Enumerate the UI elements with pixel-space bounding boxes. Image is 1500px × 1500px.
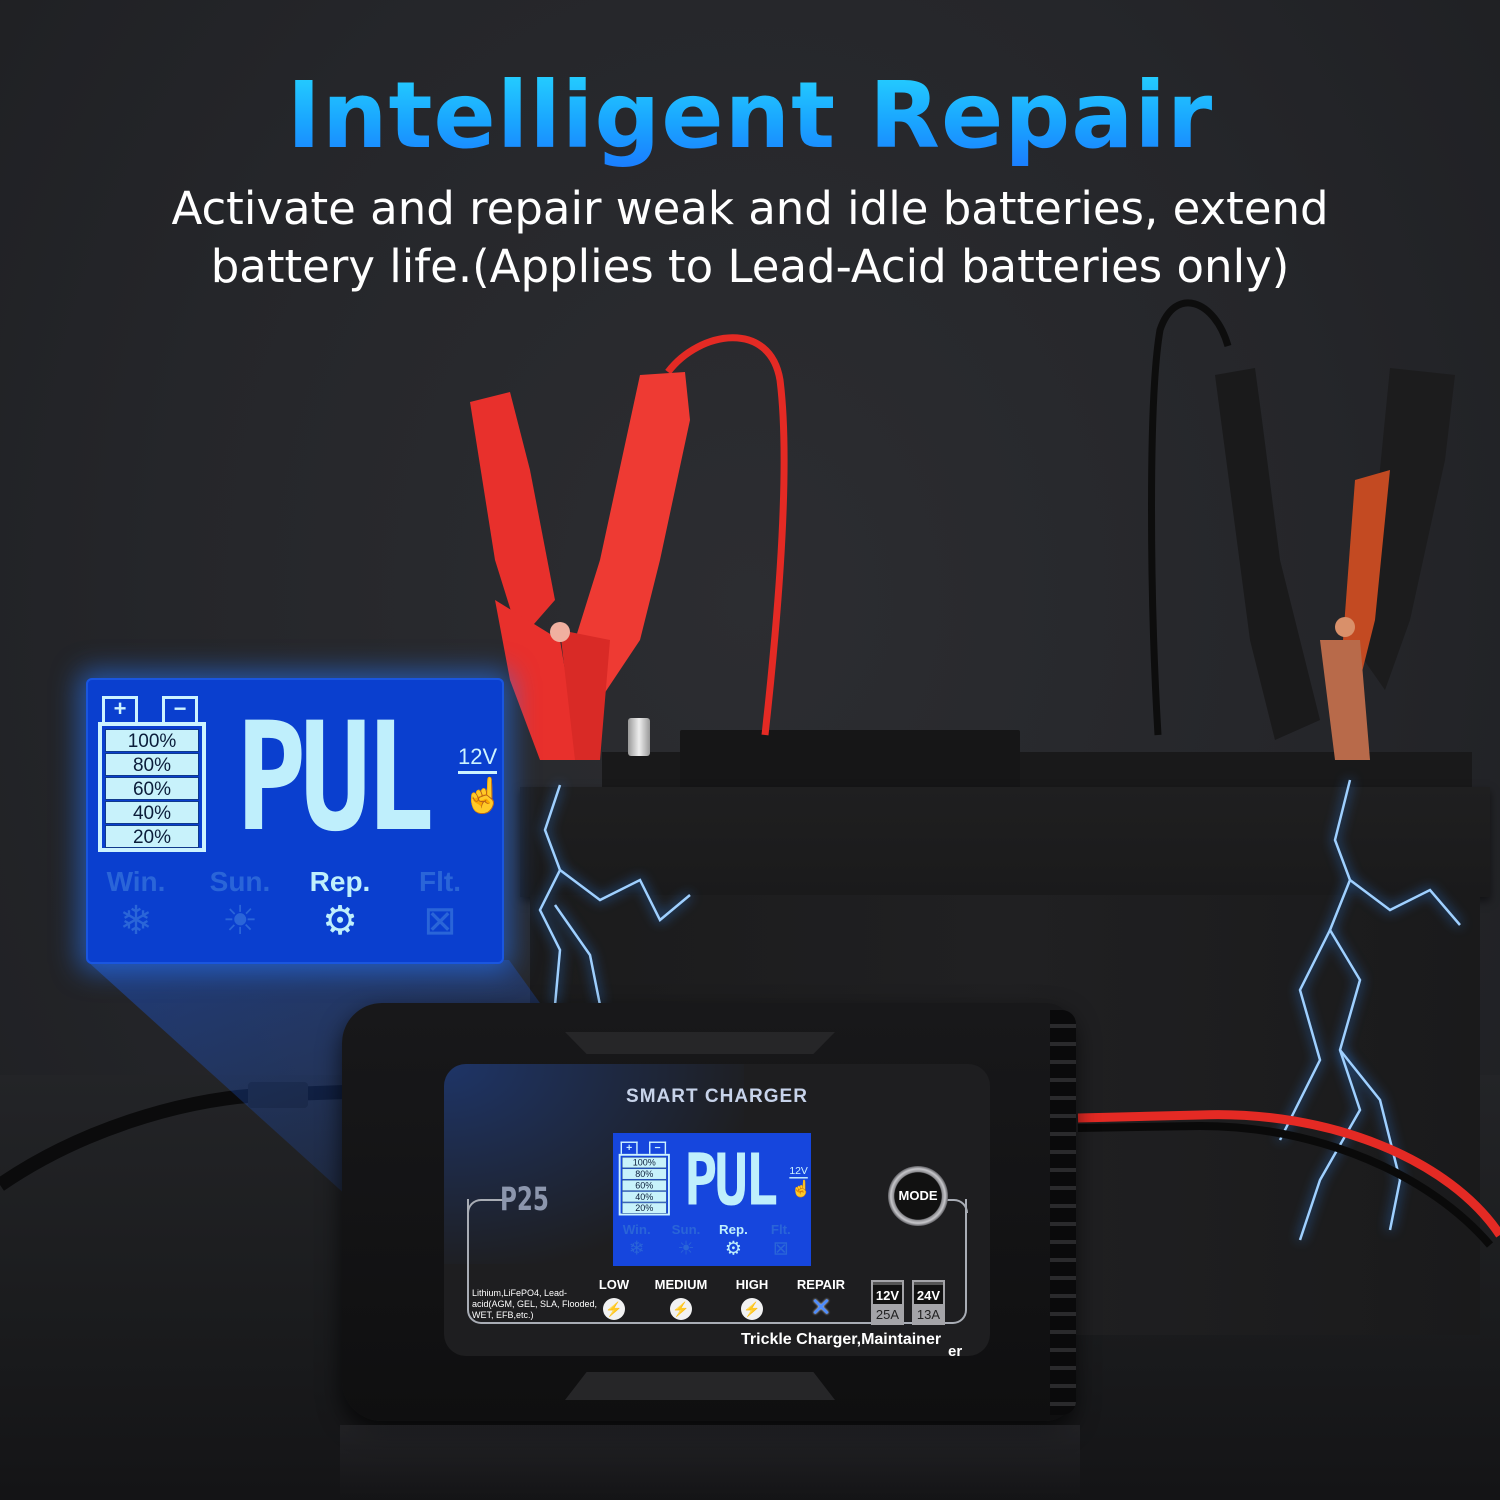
float-battery-icon: ⊠ [423, 899, 457, 943]
float-battery-icon: ⊠ [772, 1237, 789, 1259]
voltage-label: 12V [873, 1282, 902, 1304]
battery-positive-terminal [628, 718, 650, 756]
lcd-mode-summer: Sun. ☀ [662, 1222, 709, 1259]
panel-outline-corner-left [467, 1199, 503, 1213]
subtitle-line-1: Activate and repair weak and idle batter… [171, 182, 1329, 235]
headline-title: Intelligent Repair [0, 62, 1500, 169]
lcd-segment-readout: PUL [236, 691, 435, 865]
lightning-bolt-icon: ⚡ [741, 1298, 763, 1320]
battery-level-bars: 100% 80% 60% 40% 20% [618, 1153, 670, 1216]
lcd-mode-summer: Sun. ☀ [190, 866, 290, 944]
lcd-mode-repair: Rep. ⚙ [290, 866, 390, 944]
repair-wrench-icon: ⚙ [724, 1237, 742, 1259]
snowflake-icon: ❄ [628, 1237, 645, 1259]
lcd-mode-row: Win. ❄ Sun. ☀ Rep. ⚙ Flt. ⊠ [613, 1222, 811, 1265]
lcd-mode-float: Flt. ⊠ [390, 866, 490, 944]
lcd-mode-winter: Win. ❄ [613, 1222, 660, 1259]
sun-icon: ☀ [677, 1237, 695, 1259]
rate-medium-indicator: MEDIUM ⚡ [646, 1277, 716, 1320]
headline-subtitle: Activate and repair weak and idle batter… [0, 180, 1500, 296]
trickle-charger-label: Trickle Charger,Maintainer [741, 1331, 942, 1348]
charger-lcd-display: + − 100% 80% 60% 40% 20% PUL 12V ☝ Win. … [613, 1133, 811, 1266]
lightning-bolt-icon: ⚡ [603, 1298, 625, 1320]
battery-top-cap [680, 730, 1020, 790]
rate-low-indicator: LOW ⚡ [579, 1277, 649, 1320]
battery-minus-icon: − [162, 696, 198, 722]
battery-level-icon: + − 100% 80% 60% 40% 20% [618, 1141, 670, 1216]
lcd-voltage-label: 12V [789, 1164, 808, 1179]
panel-outline [467, 1199, 967, 1324]
voltage-badge-24v: 24V 13A [912, 1280, 945, 1325]
rate-repair-indicator: REPAIR ✕ [786, 1277, 856, 1320]
lcd-mode-float: Flt. ⊠ [757, 1222, 804, 1259]
wrench-screwdriver-icon: ✕ [810, 1292, 832, 1322]
charger-brand-label: SMART CHARGER [626, 1086, 808, 1107]
battery-level-100: 100% [105, 729, 199, 752]
snowflake-icon: ❄ [119, 899, 153, 943]
lcd-mode-repair: Rep. ⚙ [710, 1222, 757, 1259]
battery-level-40: 40% [622, 1191, 667, 1203]
battery-minus-icon: − [649, 1141, 667, 1154]
sun-icon: ☀ [222, 899, 258, 943]
charger-top-tab [565, 1032, 835, 1054]
battery-level-20: 20% [622, 1202, 667, 1214]
lightning-bolt-icon: ⚡ [670, 1298, 692, 1320]
battery-lid [520, 787, 1490, 897]
mode-button[interactable]: MODE [888, 1166, 948, 1226]
battery-level-40: 40% [105, 801, 199, 824]
lcd-voltage-label: 12V [458, 744, 498, 774]
battery-level-100: 100% [622, 1157, 667, 1169]
rate-high-indicator: HIGH ⚡ [717, 1277, 787, 1320]
charger-cooling-fins [1050, 1010, 1076, 1415]
battery-level-20: 20% [105, 825, 199, 848]
voltage-label: 24V [914, 1282, 943, 1304]
repair-wrench-icon: ⚙ [322, 899, 358, 943]
magnified-lcd-callout: + − 100% 80% 60% 40% 20% PUL 12V ☝ Win. … [86, 678, 504, 964]
charger-model-label: P25 [500, 1180, 549, 1218]
battery-plus-icon: + [620, 1141, 638, 1154]
lcd-segment-readout: PUL [684, 1139, 778, 1222]
battery-plus-icon: + [102, 696, 138, 722]
current-label: 13A [916, 1307, 941, 1322]
battery-level-60: 60% [105, 777, 199, 800]
hand-pointer-icon: ☝ [462, 777, 505, 815]
charger-bottom-tab [565, 1372, 835, 1400]
current-label: 25A [875, 1307, 900, 1322]
subtitle-line-2: battery life.(Applies to Lead-Acid batte… [210, 240, 1290, 293]
charger-lcd-content: + − 100% 80% 60% 40% 20% PUL 12V ☝ Win. … [613, 1133, 811, 1266]
battery-level-60: 60% [622, 1179, 667, 1191]
battery-chemistry-text: Lithium,LiFePO4, Lead-acid(AGM, GEL, SLA… [472, 1288, 598, 1320]
hand-pointer-icon: ☝ [791, 1179, 811, 1198]
battery-level-80: 80% [622, 1168, 667, 1180]
label-fragment: er [948, 1343, 963, 1360]
battery-level-80: 80% [105, 753, 199, 776]
battery-level-icon: + − 100% 80% 60% 40% 20% [98, 696, 206, 852]
black-clamp-icon [1215, 368, 1455, 760]
charger-reflection [340, 1425, 1080, 1500]
lcd-mode-row: Win. ❄ Sun. ☀ Rep. ⚙ Flt. ⊠ [86, 866, 504, 956]
lcd-mode-winter: Win. ❄ [86, 866, 186, 944]
battery-level-bars: 100% 80% 60% 40% 20% [98, 722, 206, 852]
voltage-badge-12v: 12V 25A [871, 1280, 904, 1325]
